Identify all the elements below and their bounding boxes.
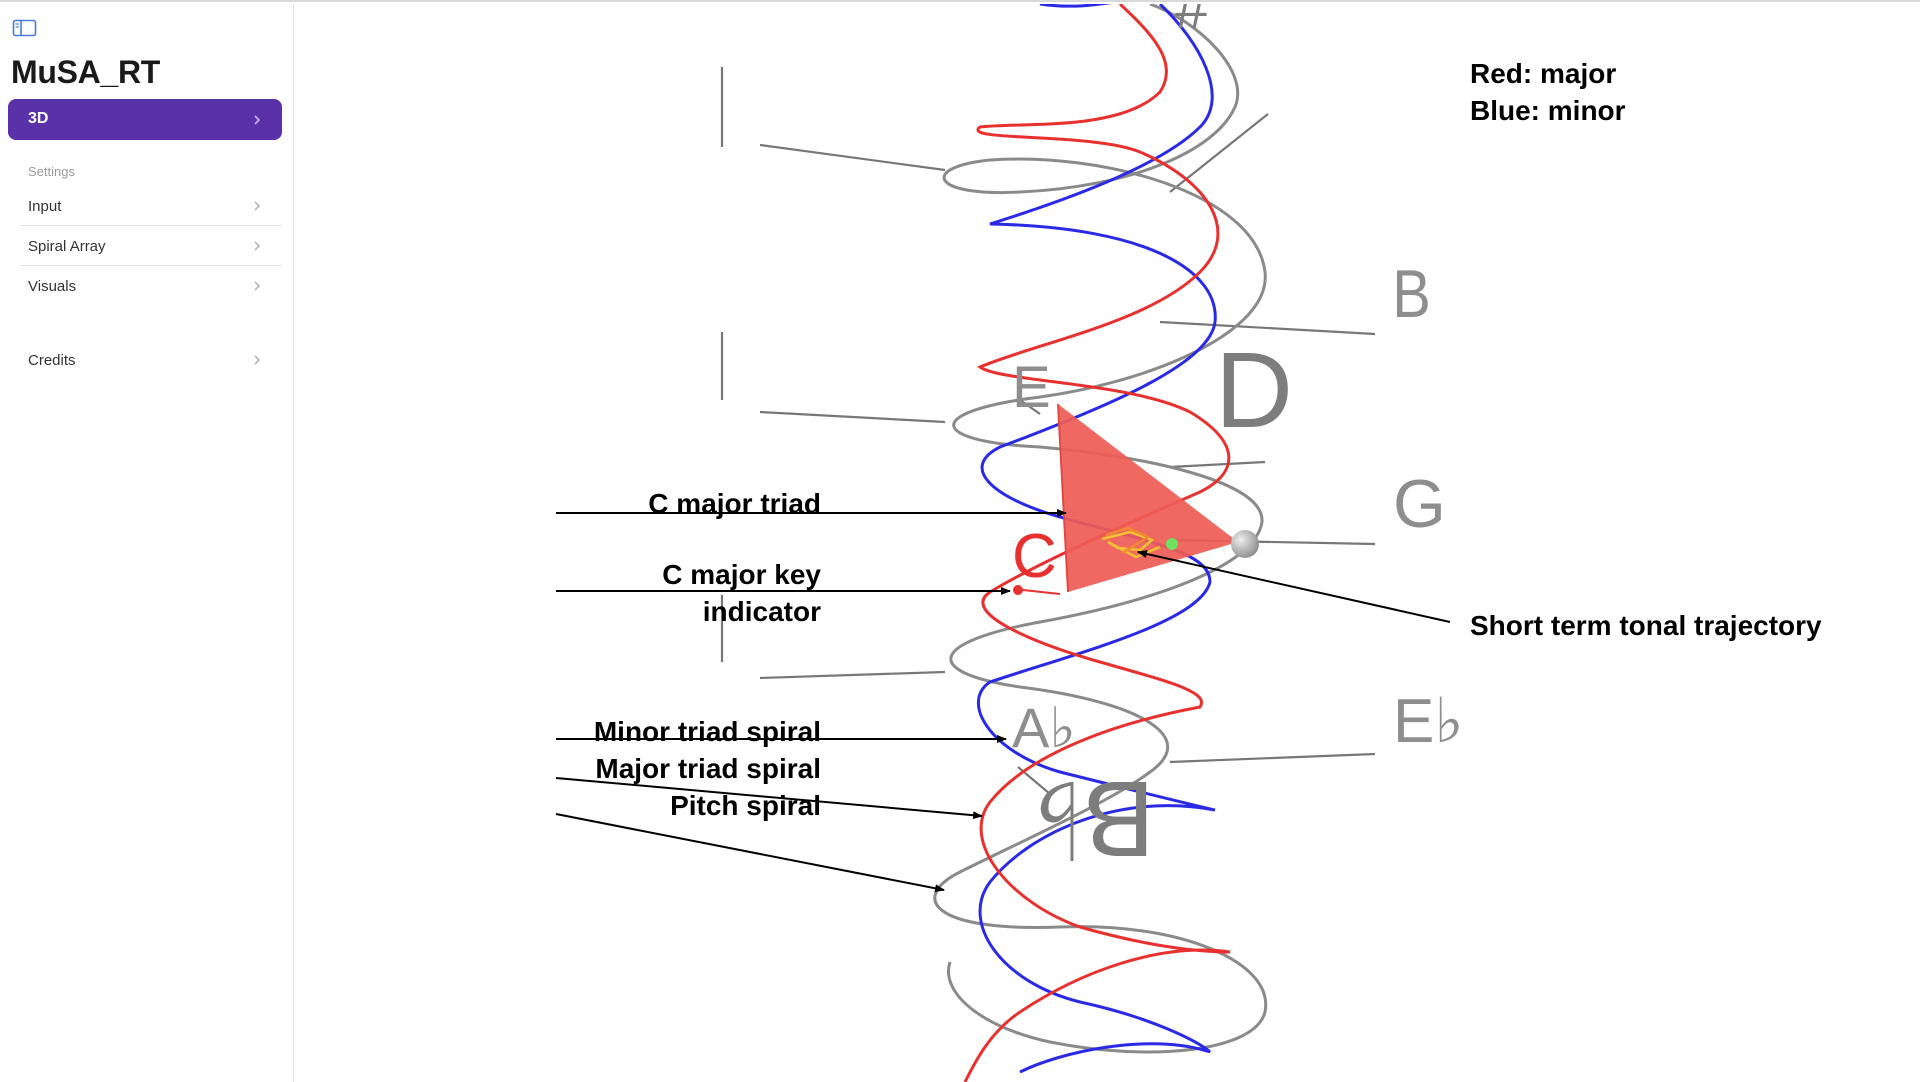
sidebar-item-label: Spiral Array [28, 238, 106, 255]
label-c-major-key-line1: C major key [662, 559, 821, 590]
sidebar-item-visuals[interactable]: Visuals [20, 266, 282, 306]
label-minor-triad-spiral: Minor triad spiral [593, 716, 821, 747]
pitch-label-bb: B♭ [1032, 759, 1155, 880]
c-major-key-indicator [1013, 585, 1023, 595]
label-pitch-spiral: Pitch spiral [670, 790, 821, 821]
annotation-arrows [555, 509, 1451, 893]
chevron-right-icon [254, 281, 261, 291]
sidebar-item-3d[interactable]: 3D [8, 99, 282, 140]
chevron-right-icon [254, 200, 261, 211]
pitch-marker-ball [1231, 530, 1259, 558]
trajectory-head [1166, 538, 1178, 550]
sidebar-item-spiral-array[interactable]: Spiral Array [20, 226, 282, 266]
c-major-triad-triangle [1058, 404, 1238, 592]
sidebar-toggle-icon[interactable] [12, 18, 38, 38]
sidebar-item-label: 3D [28, 110, 49, 127]
spiral-scene: B D G E A♭ E♭ # C B♭ [555, 4, 1464, 1082]
pitch-label-c: C [1012, 522, 1057, 591]
spiral-array-3d-view[interactable]: B D G E A♭ E♭ # C B♭ Red: major Blue: [294, 4, 1920, 1082]
pitch-label-b: B [1392, 257, 1431, 332]
sidebar-item-credits[interactable]: Credits [20, 340, 282, 380]
label-c-major-key-line2: indicator [702, 596, 821, 627]
pitch-label-d: D [1215, 329, 1293, 450]
sidebar-item-label: Visuals [28, 278, 77, 295]
chevron-right-icon [254, 240, 261, 251]
app-title: MuSA_RT [11, 54, 161, 90]
tonal-trajectory [1101, 526, 1161, 559]
pitch-label-top-sharp: # [1175, 4, 1209, 41]
sidebar: MuSA_RT 3D Settings Input Spiral Array V… [0, 4, 294, 1082]
label-major-triad-spiral: Major triad spiral [595, 753, 821, 784]
legend-minor: Blue: minor [1470, 95, 1626, 126]
pitch-spiral [933, 4, 1268, 1054]
chevron-right-icon [254, 114, 261, 125]
chevron-right-icon [254, 355, 261, 365]
pitch-label-ab: A♭ [1012, 696, 1076, 759]
sidebar-item-label: Credits [28, 352, 76, 369]
label-c-major-triad: C major triad [648, 488, 821, 519]
legend-major: Red: major [1470, 58, 1617, 89]
pitch-label-eb: E♭ [1393, 687, 1464, 756]
settings-section-header: Settings [28, 164, 75, 179]
label-short-term-tonal-trajectory: Short term tonal trajectory [1470, 610, 1822, 641]
pitch-label-g: G [1393, 466, 1446, 542]
sidebar-item-input[interactable]: Input [20, 186, 282, 226]
sidebar-item-label: Input [28, 198, 62, 215]
pitch-label-e: E [1012, 355, 1051, 420]
minor-triad-spiral [977, 4, 1217, 1074]
